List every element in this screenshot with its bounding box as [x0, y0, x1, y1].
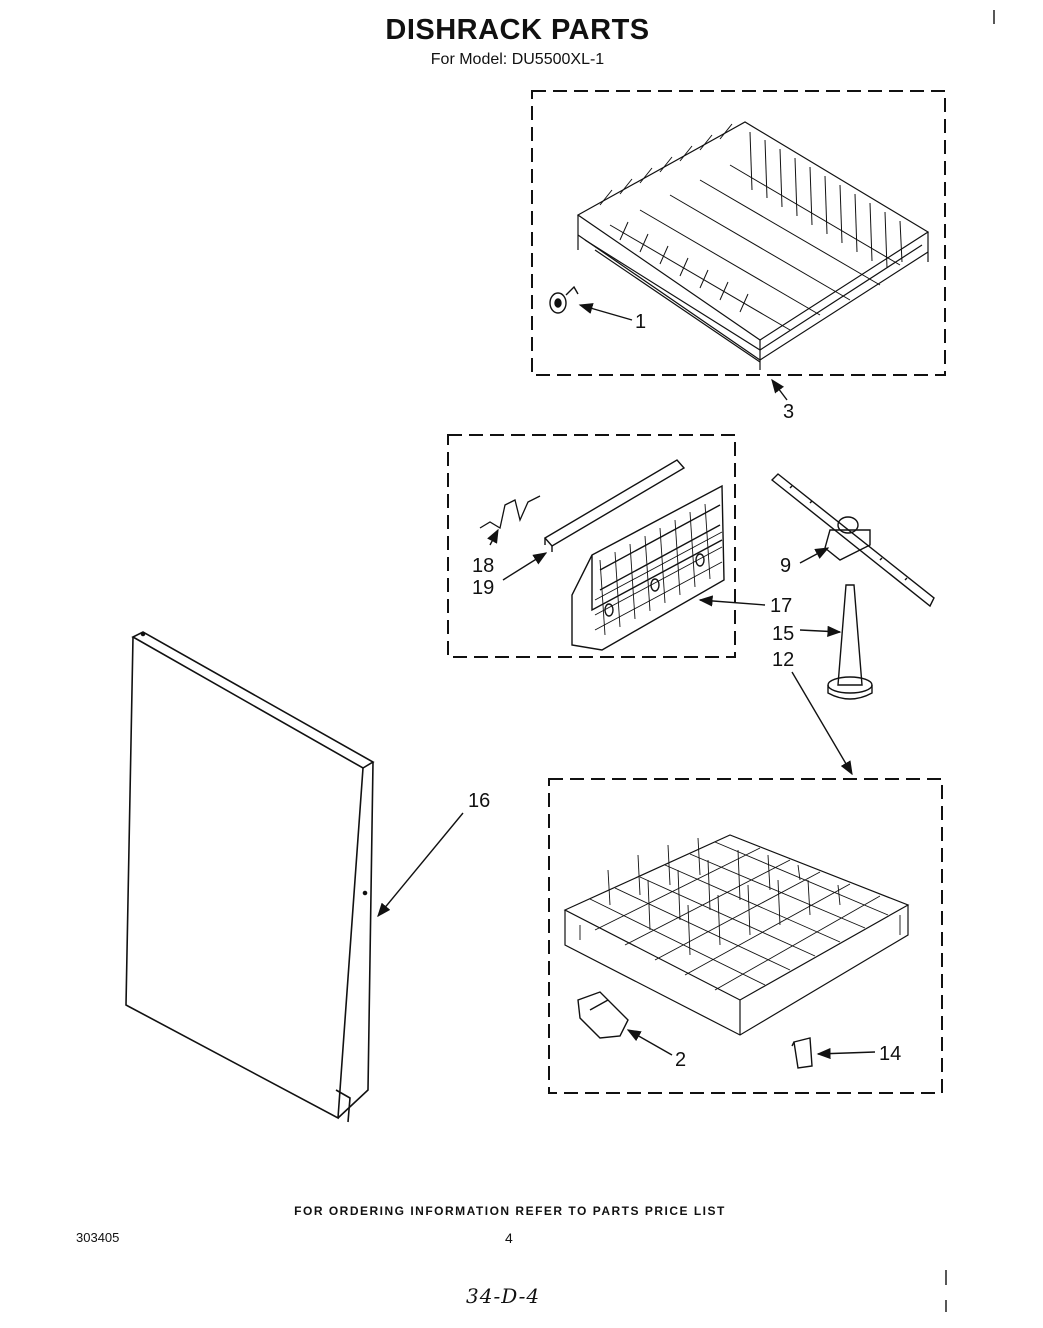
leader-18 — [487, 528, 499, 546]
callout-16: 16 — [468, 790, 490, 812]
leader-14 — [816, 1047, 876, 1060]
callout-9: 9 — [780, 555, 791, 577]
leader-19 — [502, 552, 548, 581]
leader-16 — [377, 812, 464, 918]
page-title: DISHRACK PARTS — [385, 14, 650, 46]
basket-group-box — [447, 434, 736, 658]
spray-arm-part-9 — [770, 473, 935, 608]
leader-12 — [791, 671, 853, 776]
ordering-info-footer: FOR ORDERING INFORMATION REFER TO PARTS … — [294, 1204, 726, 1218]
door-panel-part-16 — [125, 631, 375, 1123]
clip-part-18 — [479, 495, 541, 530]
leader-1 — [578, 303, 633, 321]
upper-dishrack — [576, 121, 930, 370]
rack-roller-part-2 — [577, 991, 629, 1039]
silverware-basket-part-17 — [571, 484, 725, 651]
page-number: 4 — [505, 1230, 513, 1246]
lower-dishrack — [563, 834, 910, 1036]
bumper-part-14 — [791, 1037, 813, 1069]
leader-15 — [799, 625, 842, 637]
model-subtitle: For Model: DU5500XL-1 — [430, 51, 605, 68]
document-code: 303405 — [76, 1230, 120, 1245]
lower-rack-group-box — [548, 778, 943, 1094]
leader-3 — [771, 378, 788, 401]
callout-14: 14 — [879, 1043, 901, 1065]
callout-12: 12 — [772, 649, 794, 671]
callout-17: 17 — [770, 595, 792, 617]
leader-2 — [626, 1029, 673, 1056]
handwritten-note: 34-D-4 — [466, 1284, 541, 1308]
leader-9 — [799, 547, 830, 564]
callout-19: 19 — [472, 577, 494, 599]
rack-roller-part-1 — [549, 285, 579, 314]
callout-15: 15 — [772, 623, 794, 645]
bar-part-19 — [543, 459, 686, 552]
upper-rack-group-box — [531, 90, 946, 376]
callout-1: 1 — [635, 311, 646, 333]
callout-3: 3 — [783, 401, 794, 423]
leader-17 — [698, 595, 766, 607]
callout-2: 2 — [675, 1049, 686, 1071]
callout-18: 18 — [472, 555, 494, 577]
spray-tube-part-15 — [827, 584, 873, 700]
